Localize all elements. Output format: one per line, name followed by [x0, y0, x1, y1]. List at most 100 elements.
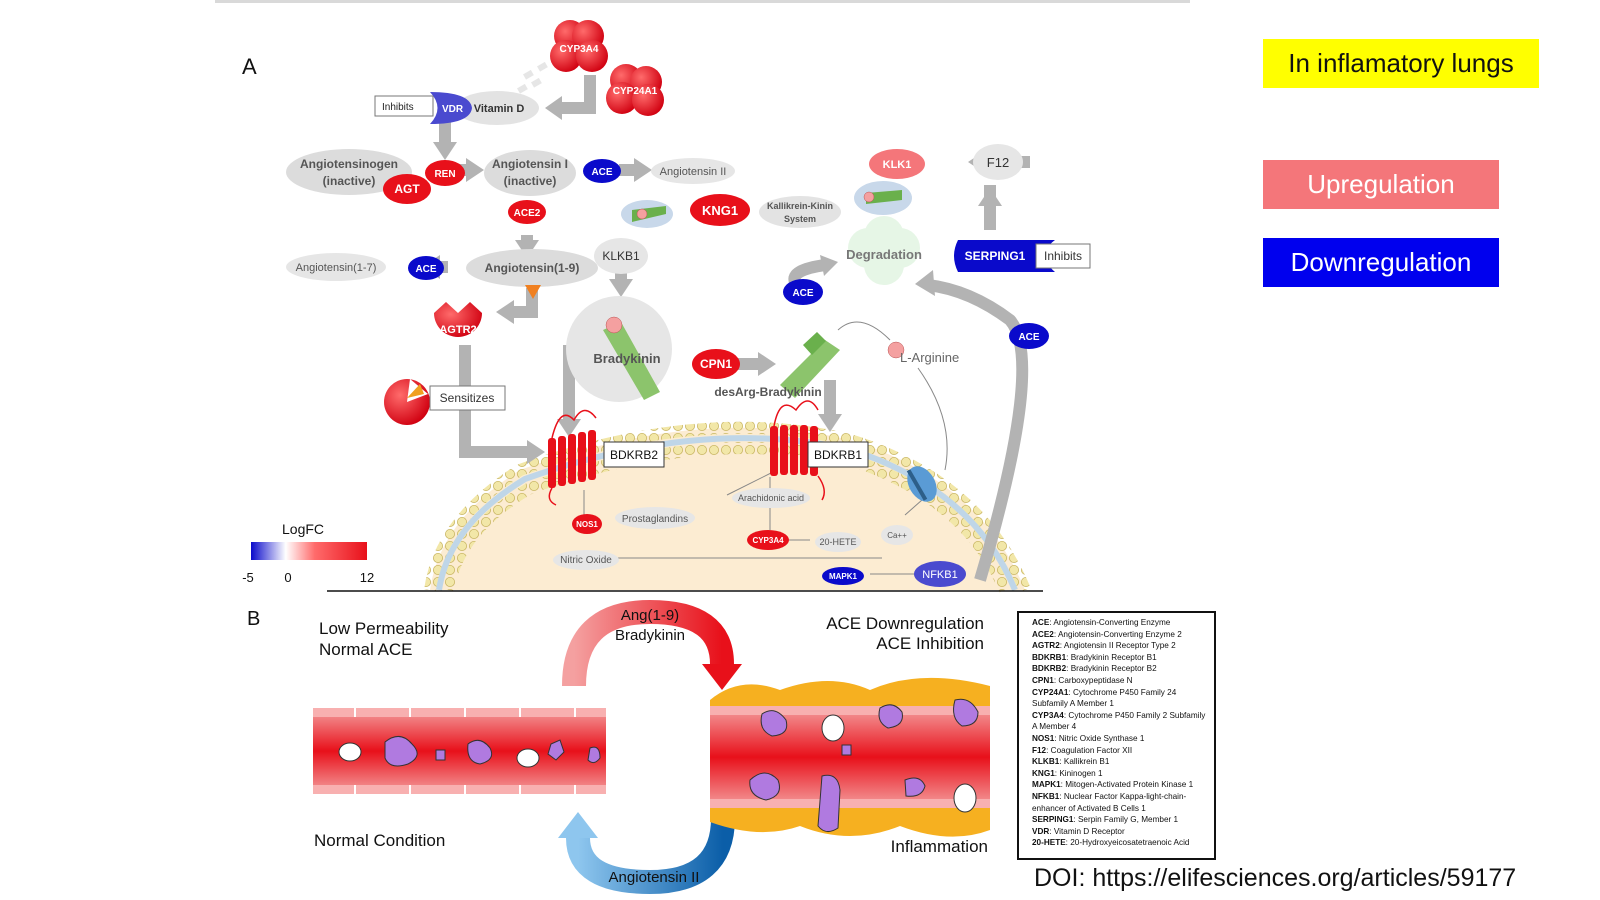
top-rule	[215, 0, 1190, 3]
abbreviation-term: KLKB1	[1032, 757, 1060, 767]
svg-text:Angiotensin I: Angiotensin I	[492, 157, 568, 171]
abbreviation-definition: Cytochrome P450 Family 24 Subfamily A Me…	[1032, 687, 1177, 709]
ace2-node: ACE2	[508, 200, 546, 224]
svg-text:Nitric Oxide: Nitric Oxide	[560, 555, 612, 566]
svg-text:Bradykinin: Bradykinin	[593, 351, 660, 366]
normal-ace-label: Normal ACE	[319, 640, 413, 659]
inhibits-serping-box: Inhibits	[1035, 243, 1091, 269]
abbreviation-definition: Angiotensin-Converting Enzyme	[1053, 618, 1171, 627]
cyp3a4-top-node: CYP3A4	[550, 20, 608, 72]
abbreviation-term: CPN1	[1032, 675, 1054, 685]
hete-node: 20-HETE	[815, 532, 861, 552]
svg-text:KLK1: KLK1	[883, 159, 912, 171]
agtr2-node: AGTR2	[434, 302, 482, 337]
bdkrb1-box: BDKRB1	[807, 441, 869, 468]
serping1-node: SERPING1	[954, 240, 1055, 272]
abbreviation-definition: Vitamin D Receptor	[1053, 826, 1125, 836]
normal-condition-label: Normal Condition	[314, 831, 445, 850]
abbreviation-definition: Carboxypeptidase N	[1058, 675, 1133, 685]
thin-arrows	[583, 321, 948, 575]
kininogen-icon-left	[621, 200, 673, 228]
logfc-gradient-bar	[251, 542, 367, 560]
svg-text:NFKB1: NFKB1	[922, 569, 957, 581]
bradykinin-b-label: Bradykinin	[615, 627, 685, 644]
mapk1-node: MAPK1	[822, 567, 864, 585]
cyp24a1-node: CYP24A1	[606, 64, 664, 116]
panel-label-a: A	[242, 54, 257, 79]
ca-node: Ca++	[881, 525, 913, 545]
low-permeability-label: Low Permeability	[319, 619, 449, 638]
angiotensin17-node: Angiotensin(1-7)	[286, 253, 386, 281]
abbreviation-definition: Nuclear Factor Kappa-light-chain-enhance…	[1032, 791, 1187, 813]
svg-text:MAPK1: MAPK1	[829, 572, 858, 581]
agt-node: AGT	[383, 174, 431, 204]
klkb1-node: KLKB1	[594, 238, 648, 274]
cyp3a4-cell-node: CYP3A4	[747, 530, 789, 550]
abbreviation-definition: Angiotensin II Receptor Type 2	[1063, 641, 1176, 651]
abbreviation-row: MAPK1: Mitogen-Activated Protein Kinase …	[1032, 780, 1194, 790]
abbreviation-row: NOS1: Nitric Oxide Synthase 1	[1032, 733, 1145, 743]
logfc-max: 12	[360, 570, 374, 585]
svg-text:CPN1: CPN1	[700, 357, 732, 371]
abbreviation-term: SERPING1	[1032, 815, 1074, 825]
svg-text:NOS1: NOS1	[576, 520, 598, 529]
angiotensin2-b-label: Angiotensin II	[609, 869, 700, 886]
abbreviation-term: BDKRB2	[1032, 664, 1067, 674]
vitamin-d-label: Vitamin D	[474, 103, 525, 115]
nitric-oxide-node: Nitric Oxide	[553, 550, 619, 570]
kininogen-icon-right	[854, 181, 912, 215]
abbreviation-row: ACE: Angiotensin-Converting Enzyme	[1032, 618, 1171, 627]
svg-text:F12: F12	[987, 155, 1009, 170]
svg-text:ACE: ACE	[792, 288, 813, 299]
nfkb1-node: NFKB1	[914, 561, 966, 587]
abbreviation-term: KNG1	[1032, 768, 1055, 778]
arachidonic-node: Arachidonic acid	[732, 488, 810, 508]
logfc-min: -5	[242, 570, 254, 585]
up-cycle-arrow	[562, 599, 742, 690]
calcium-channel	[906, 466, 937, 502]
ace-node-a: ACE	[583, 159, 621, 183]
svg-text:CYP3A4: CYP3A4	[752, 536, 784, 545]
abbreviation-definition: Cytochrome P450 Family 2 Subfamily A Mem…	[1032, 710, 1206, 732]
svg-text:20-HETE: 20-HETE	[819, 537, 856, 547]
doi-citation: DOI: https://elifesciences.org/articles/…	[1034, 864, 1517, 892]
abbreviation-term: CYP24A1	[1032, 687, 1069, 697]
svg-text:BDKRB1: BDKRB1	[814, 448, 862, 462]
svg-text:Angiotensin(1-9): Angiotensin(1-9)	[485, 261, 580, 275]
svg-text:AGT: AGT	[394, 182, 420, 196]
abbreviation-term: AGTR2	[1032, 641, 1060, 651]
inflammation-label: Inflammation	[891, 837, 988, 856]
angiotensin1-node: Angiotensin I (inactive)	[484, 150, 576, 196]
ace-node-d: ACE	[1009, 323, 1049, 349]
svg-text:Inhibits: Inhibits	[1044, 249, 1082, 263]
bdkrb2-receptor	[548, 409, 597, 506]
abbreviation-row: SERPING1: Serpin Family G, Member 1	[1032, 815, 1179, 825]
abbreviation-definition: Bradykinin Receptor B2	[1070, 664, 1157, 674]
normal-vessel	[313, 708, 606, 794]
logfc-key: LogFC -5 0 12	[242, 521, 374, 585]
vitamin-d-node: Vitamin D	[455, 91, 539, 125]
abbreviation-row: ACE2: Angiotensin-Converting Enzyme 2	[1032, 629, 1182, 639]
svg-text:Angiotensinogen: Angiotensinogen	[300, 157, 398, 171]
svg-text:ACE: ACE	[1018, 332, 1039, 343]
svg-text:Prostaglandins: Prostaglandins	[622, 514, 688, 525]
abbreviation-row: F12: Coagulation Factor XII	[1032, 745, 1133, 755]
cpn1-node: CPN1	[692, 349, 740, 379]
abbreviation-row: KNG1: Kininogen 1	[1032, 768, 1103, 778]
angiotensinogen-node: Angiotensinogen (inactive)	[286, 149, 412, 195]
abbreviation-definition: Serpin Family G, Member 1	[1077, 815, 1179, 825]
svg-text:System: System	[784, 214, 816, 224]
svg-text:Degradation: Degradation	[846, 247, 922, 262]
kallikrein-kinin-node: Kallikrein-Kinin System	[759, 196, 841, 228]
abbreviation-row: CPN1: Carboxypeptidase N	[1032, 675, 1133, 685]
cell-membrane-outer	[424, 421, 1031, 593]
sensitizes-box: Sensitizes	[429, 385, 506, 411]
svg-text:Sensitizes: Sensitizes	[440, 391, 495, 405]
abbreviation-row: NFKB1: Nuclear Factor Kappa-light-chain-…	[1032, 791, 1187, 813]
membrane-core	[436, 435, 1018, 592]
upregulation-tag: Upregulation	[1263, 160, 1499, 209]
l-arginine-node: L-Arginine	[887, 341, 959, 365]
cell-membrane-inner	[442, 442, 1011, 593]
abbreviation-term: NOS1	[1032, 733, 1055, 743]
